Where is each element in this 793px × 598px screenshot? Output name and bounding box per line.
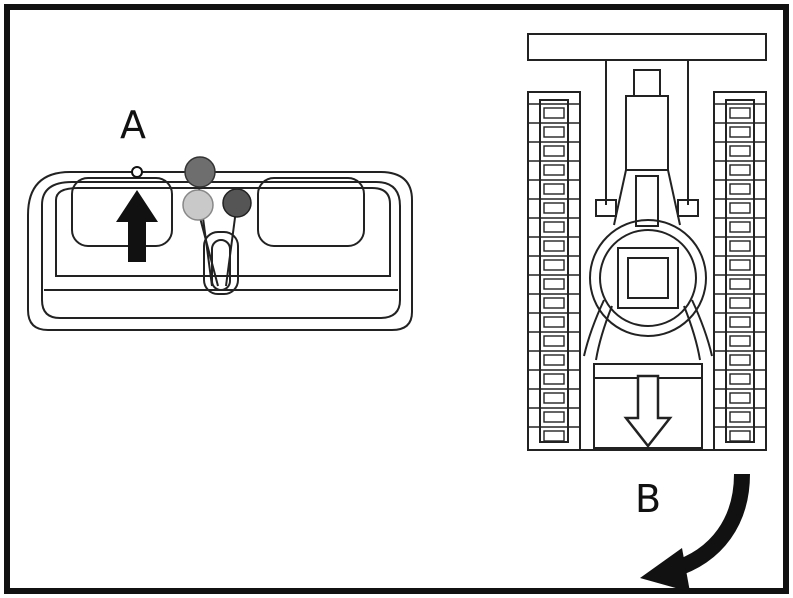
lever-shaft: [225, 209, 237, 287]
track-left-inner: [539, 99, 569, 443]
track-shoe: [543, 107, 565, 119]
turntable-outer: [589, 219, 707, 337]
panel-recess-left: [71, 177, 173, 247]
label-b: B: [635, 477, 661, 521]
track-shoe: [543, 430, 565, 442]
track-shoe: [543, 335, 565, 347]
diagram-border: [4, 4, 789, 594]
track-right-inner: [725, 99, 755, 443]
turntable-core: [617, 247, 679, 309]
panel-shell-outer: [27, 171, 413, 331]
track-shoe: [729, 335, 751, 347]
track-links: [528, 103, 766, 442]
track-shoe: [729, 259, 751, 271]
track-shoe: [729, 164, 751, 176]
track-shoe: [543, 354, 565, 366]
bracket: [595, 199, 617, 217]
boom-cylinder: [625, 95, 669, 171]
hose: [691, 299, 713, 357]
track-shoe: [543, 202, 565, 214]
track-shoe: [729, 126, 751, 138]
track-shoe: [729, 297, 751, 309]
panel-shell-inner: [41, 181, 401, 319]
turntable-core-inner: [627, 257, 669, 299]
panel-top-face: [55, 187, 391, 277]
hose: [595, 305, 613, 361]
up-arrow-icon: [116, 190, 158, 262]
track-left: [527, 91, 581, 451]
track-shoe: [543, 183, 565, 195]
track-shoe: [543, 392, 565, 404]
track-shoe: [729, 278, 751, 290]
track-shoe: [543, 126, 565, 138]
turntable-inner: [599, 229, 697, 327]
track-shoe: [543, 164, 565, 176]
bracket: [677, 199, 699, 217]
track-shoe: [729, 373, 751, 385]
label-a: A: [120, 103, 146, 147]
track-shoe: [543, 221, 565, 233]
control-panel: [27, 171, 413, 331]
track-shoe: [543, 240, 565, 252]
hose: [683, 305, 701, 361]
track-right: [713, 91, 767, 451]
track-shoe: [729, 202, 751, 214]
track-shoe: [543, 316, 565, 328]
track-shoe: [729, 392, 751, 404]
track-shoe: [543, 411, 565, 423]
track-shoe: [729, 240, 751, 252]
track-shoe: [729, 145, 751, 157]
hose: [583, 299, 605, 357]
position-dot: [131, 166, 143, 178]
curved-arrow-icon: [640, 548, 690, 592]
track-shoe: [543, 278, 565, 290]
joystick-knob-light: [182, 189, 214, 221]
joystick-knob-mid: [222, 188, 252, 218]
track-shoe: [543, 145, 565, 157]
track-shoe: [729, 354, 751, 366]
cylinder-mount: [633, 69, 661, 97]
panel-recess-right: [257, 177, 365, 247]
track-shoe: [729, 107, 751, 119]
track-shoe: [729, 183, 751, 195]
track-shoe: [729, 411, 751, 423]
track-shoe: [543, 373, 565, 385]
dozer-blade: [527, 33, 767, 61]
curved-arrow-shaft: [669, 473, 750, 578]
track-shoe: [729, 430, 751, 442]
track-shoe: [729, 221, 751, 233]
down-arrow-icon: [623, 374, 673, 449]
lever-shaft: [197, 209, 219, 287]
joystick-knob-dark: [184, 156, 216, 188]
lever-slot: [203, 231, 239, 295]
track-shoe: [543, 297, 565, 309]
track-shoe: [543, 259, 565, 271]
boom-rod: [635, 175, 659, 227]
track-shoe: [729, 316, 751, 328]
